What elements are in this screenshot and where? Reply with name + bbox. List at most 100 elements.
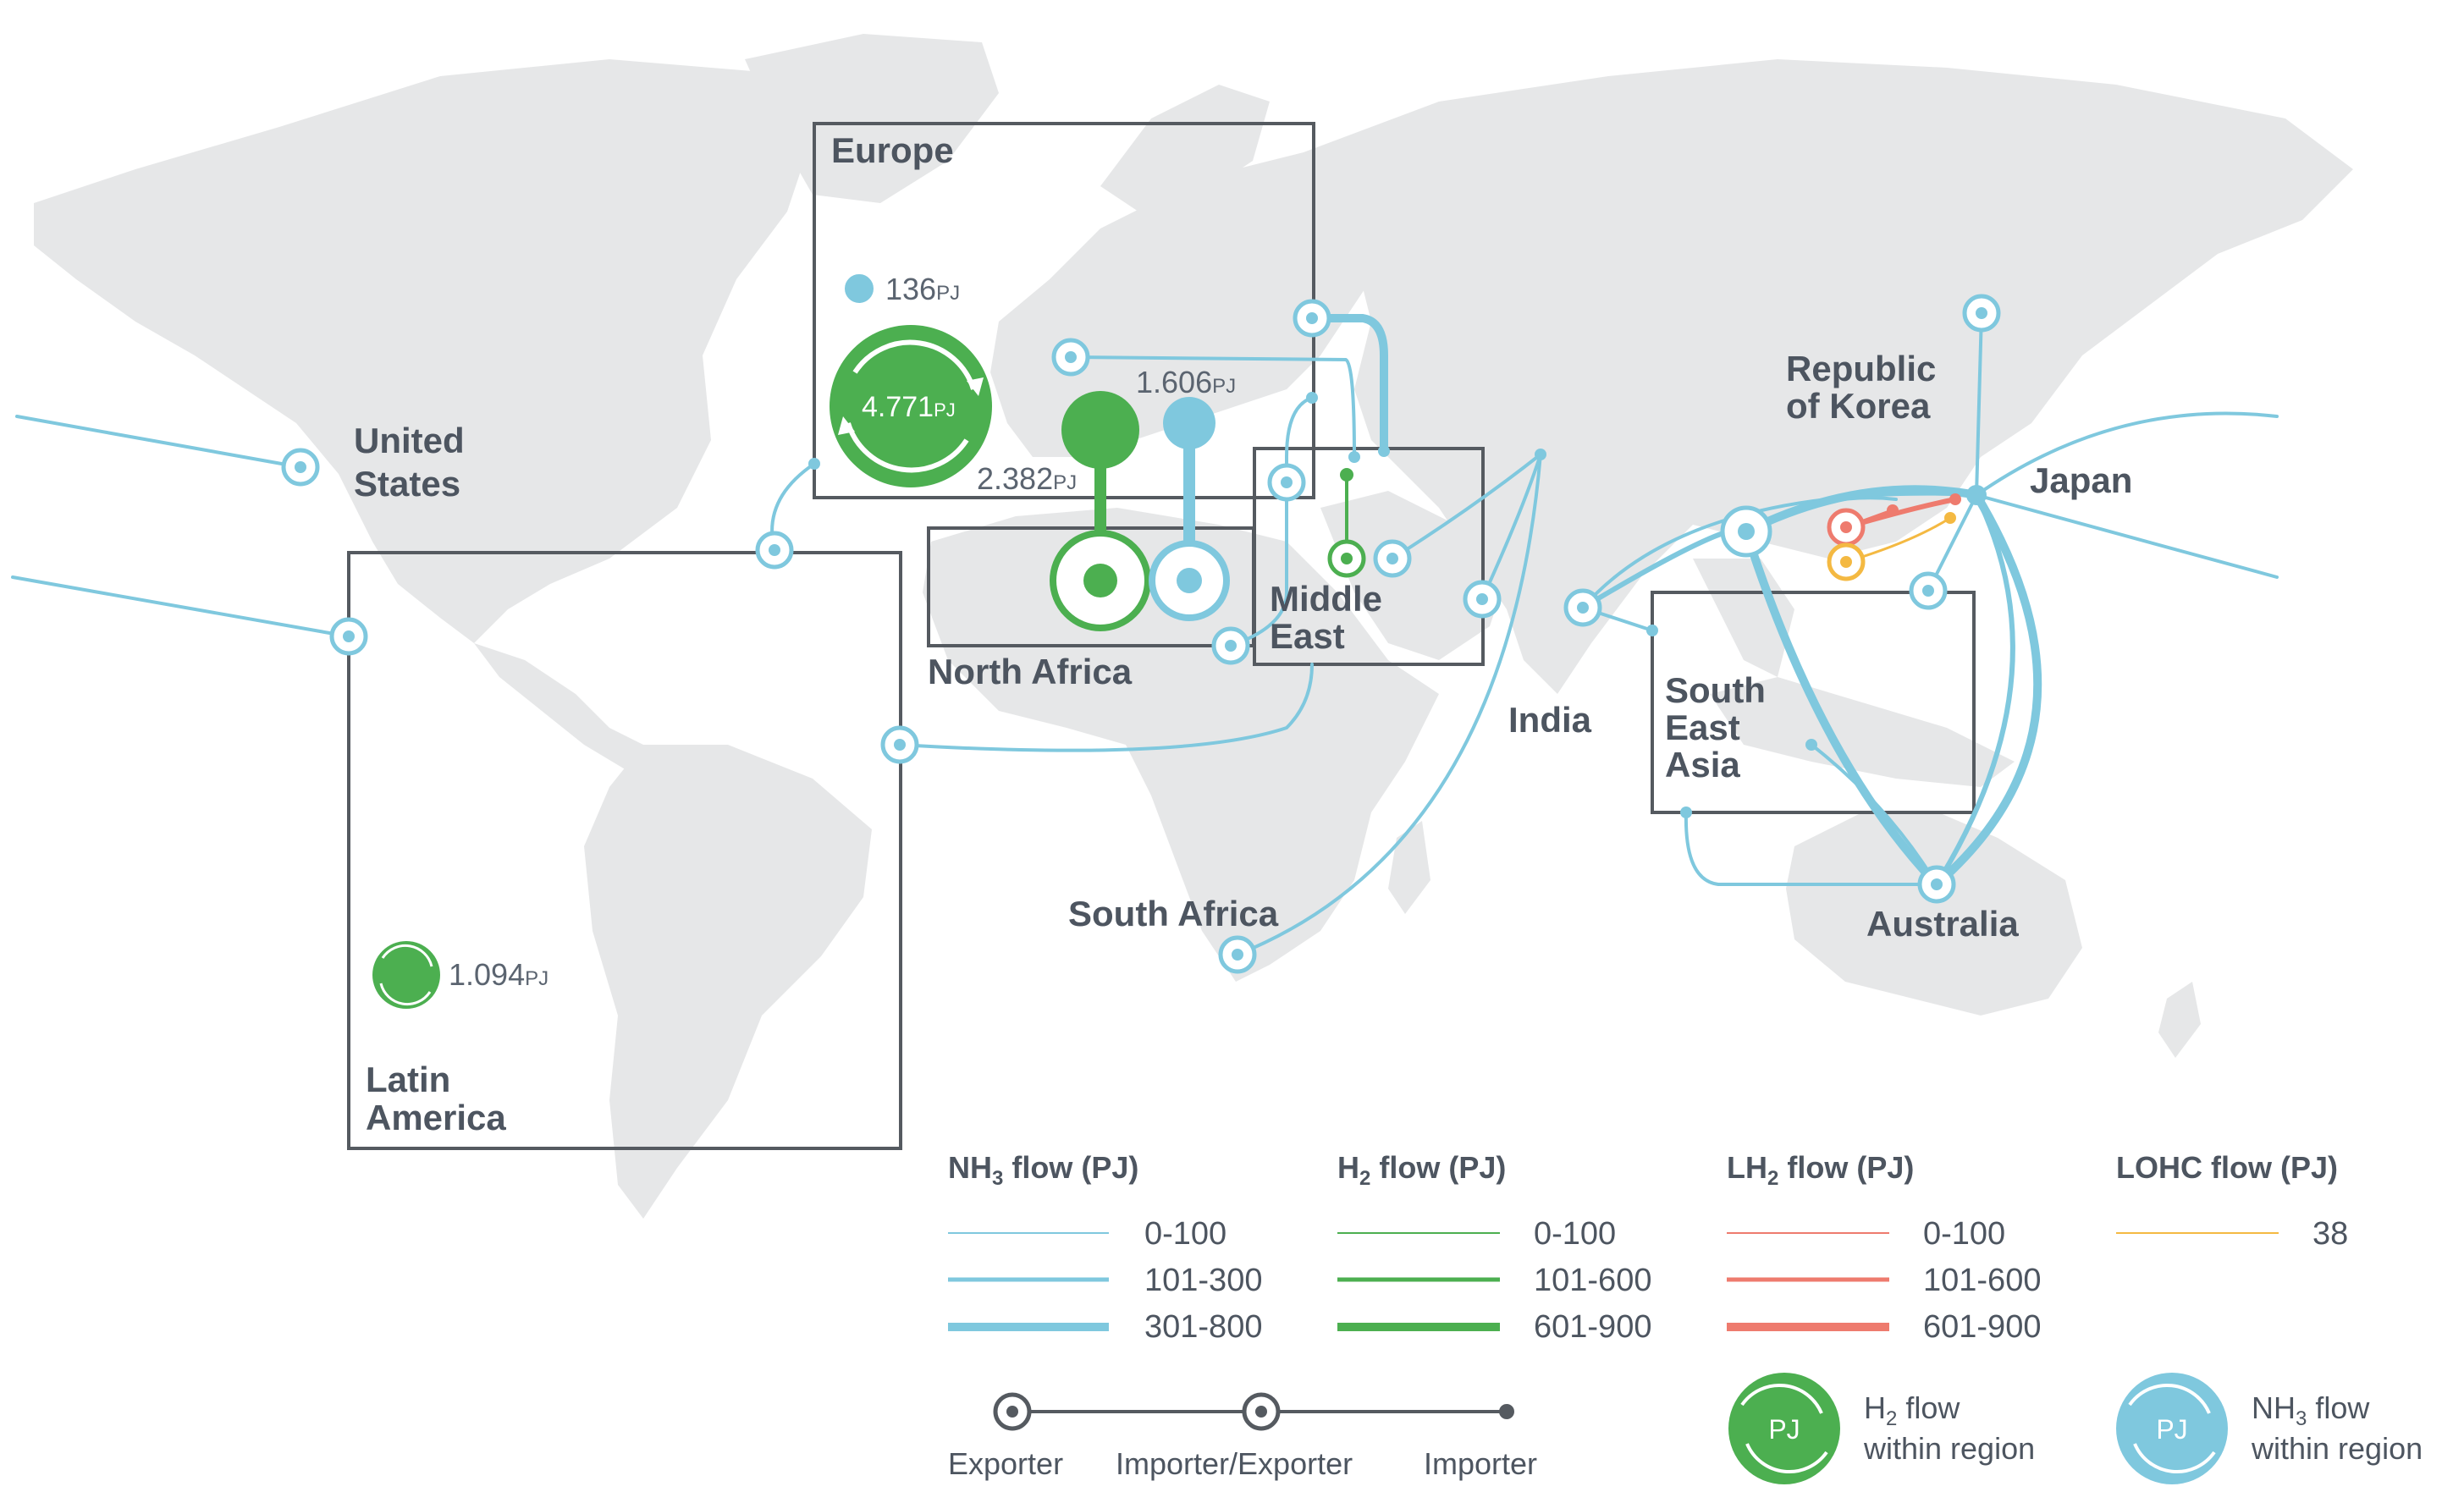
node-japan-importer	[1966, 485, 1987, 505]
cycle-arrow-icon	[1740, 1384, 1823, 1414]
legend-nh3-within-unit: PJ	[2156, 1414, 2187, 1445]
north-africa-h2-bubble	[1061, 391, 1139, 469]
nh3-flow-europe-med	[1069, 355, 1356, 459]
legend-nh3-range-2: 101-300	[1144, 1263, 1262, 1298]
nh3-flow-us-pacific	[15, 415, 302, 469]
label-latin-america-1: Latin	[366, 1060, 450, 1099]
value-europe-nh3: 136PJ	[885, 272, 960, 306]
cycle-arrow-icon	[2133, 1443, 2216, 1473]
cycle-arrow-icon	[381, 944, 433, 967]
label-north-africa: North Africa	[928, 652, 1133, 691]
nh3-flow-pacific-japan	[1975, 411, 2279, 497]
legend-lh2-title: LH2 flow (PJ)	[1727, 1150, 1914, 1190]
legend-h2-within-unit: PJ	[1768, 1414, 1800, 1445]
cycle-arrow-icon	[379, 983, 432, 1006]
nh3-flow-japan-north	[1975, 311, 1983, 497]
land-greenland	[745, 34, 999, 203]
legend-h2-range-2: 101-600	[1534, 1263, 1651, 1298]
legend-nh3-within-line2: within region	[2251, 1431, 2423, 1466]
label-korea-2: of Korea	[1786, 386, 1931, 426]
legend-lohc-range-1: 38	[2312, 1216, 2348, 1252]
cycle-arrow-icon	[852, 339, 976, 390]
legend-h2-range-1: 0-100	[1534, 1216, 1616, 1252]
land-south-america	[584, 745, 872, 1219]
label-india: India	[1508, 700, 1592, 740]
box-latin-america	[347, 551, 902, 1150]
label-sea-3: Asia	[1665, 745, 1740, 785]
latin-america-h2-within-circle	[372, 941, 440, 1009]
nh3-flow-australia-korea	[1742, 527, 1941, 889]
europe-h2-within-circle	[830, 325, 992, 487]
land-scandinavia	[1100, 85, 1270, 220]
land-europe	[990, 152, 1405, 457]
europe-nh3-within-circle	[841, 271, 877, 306]
nh3-flow-middleeast-northafrica	[1229, 396, 1314, 647]
legend-nh3-range-1: 0-100	[1144, 1216, 1226, 1252]
label-australia: Australia	[1866, 904, 2019, 944]
node-markers	[281, 294, 2001, 974]
h2-importer-dot-middle-east	[1340, 468, 1353, 482]
world-land	[34, 34, 2353, 1219]
within-region-circles	[372, 271, 1230, 1009]
label-europe: Europe	[831, 130, 954, 170]
label-middle-east-1: Middle	[1270, 579, 1382, 619]
legend-h2-range-3: 601-900	[1534, 1309, 1651, 1345]
legend-importer-exporter-label: Importer/Exporter	[1116, 1446, 1353, 1481]
box-middle-east	[1253, 447, 1485, 666]
legend-lohc-title: LOHC flow (PJ)	[2116, 1150, 2338, 1185]
legend-nh3-title: NH3 flow (PJ)	[948, 1150, 1138, 1190]
nh3-flow-australia-japan-2	[1934, 493, 2015, 887]
legend-lh2-range-1: 0-100	[1923, 1216, 2005, 1252]
legend-importer-label: Importer	[1424, 1446, 1537, 1481]
label-latin-america-2: America	[366, 1098, 506, 1137]
nh3-flow-middleeast-me2	[1480, 453, 1542, 601]
value-north-africa-h2: 2.382PJ	[977, 461, 1077, 496]
value-europe-h2: 4.771PJ	[862, 391, 956, 423]
legend-h2-within-line2: within region	[1863, 1431, 2035, 1466]
land-north-america	[34, 59, 813, 643]
legend-nh3-range-3: 301-800	[1144, 1309, 1262, 1345]
land-madagascar	[1388, 821, 1430, 914]
nh3-flow-australia-japan	[1932, 491, 2042, 889]
cycle-arrow-icon	[846, 422, 969, 473]
land-arabia	[1320, 491, 1507, 660]
nh3-flow-southafrica-middleeast	[1236, 453, 1542, 956]
value-labels: 136PJ 4.771PJ 2.382PJ 1.606PJ 1.094PJ	[449, 272, 1236, 992]
cycle-arrow-icon	[1745, 1443, 1828, 1473]
box-south-east-asia	[1651, 591, 1976, 814]
land-central-america	[474, 643, 660, 770]
nh3-flow-latam-pacific	[11, 575, 350, 638]
land-new-zealand	[2158, 982, 2201, 1058]
nh3-flow-middleeast-europe-thick	[1308, 314, 1388, 455]
nh3-flow-australia-sea-west	[1684, 811, 1938, 886]
legend: NH3 flow (PJ) 0-100 101-300 301-800 H2 f…	[948, 1150, 2423, 1484]
cycle-arrow-icon	[2128, 1384, 2211, 1414]
legend-h2-within-line1: H2 flow	[1864, 1390, 1960, 1430]
north-africa-nh3-bubble	[1163, 397, 1215, 449]
arrowhead-icon	[967, 377, 984, 396]
land-asia	[1304, 59, 2353, 694]
legend-h2-title: H2 flow (PJ)	[1337, 1150, 1506, 1190]
label-japan: Japan	[2030, 460, 2132, 500]
legend-lh2-range-3: 601-900	[1923, 1309, 2041, 1345]
region-labels: Europe United States Latin America North…	[354, 130, 2132, 1137]
arrowhead-icon	[838, 416, 855, 435]
label-sea-1: South	[1665, 670, 1766, 710]
legend-exporter-label: Exporter	[948, 1446, 1063, 1481]
value-north-africa-nh3: 1.606PJ	[1136, 365, 1236, 399]
nh3-flow-japan-pacific	[1975, 493, 2279, 579]
label-united-states-1: United	[354, 421, 465, 460]
nh3-flow-middleeast-india	[1391, 453, 1542, 560]
label-united-states-2: States	[354, 464, 460, 504]
north-africa-h2-exporter-dot	[1083, 564, 1117, 597]
legend-lh2-range-2: 101-600	[1923, 1263, 2041, 1298]
label-south-africa: South Africa	[1068, 894, 1279, 933]
nh3-flow-latam-middleeast	[898, 663, 1314, 752]
legend-nh3-within-line1: NH3 flow	[2252, 1390, 2370, 1430]
label-sea-2: East	[1665, 707, 1740, 747]
north-africa-nh3-exporter-dot	[1177, 568, 1202, 593]
label-korea-1: Republic	[1786, 349, 1936, 388]
nh3-flow-australia-sea	[1810, 743, 1938, 886]
land-australia	[1786, 812, 2082, 1016]
